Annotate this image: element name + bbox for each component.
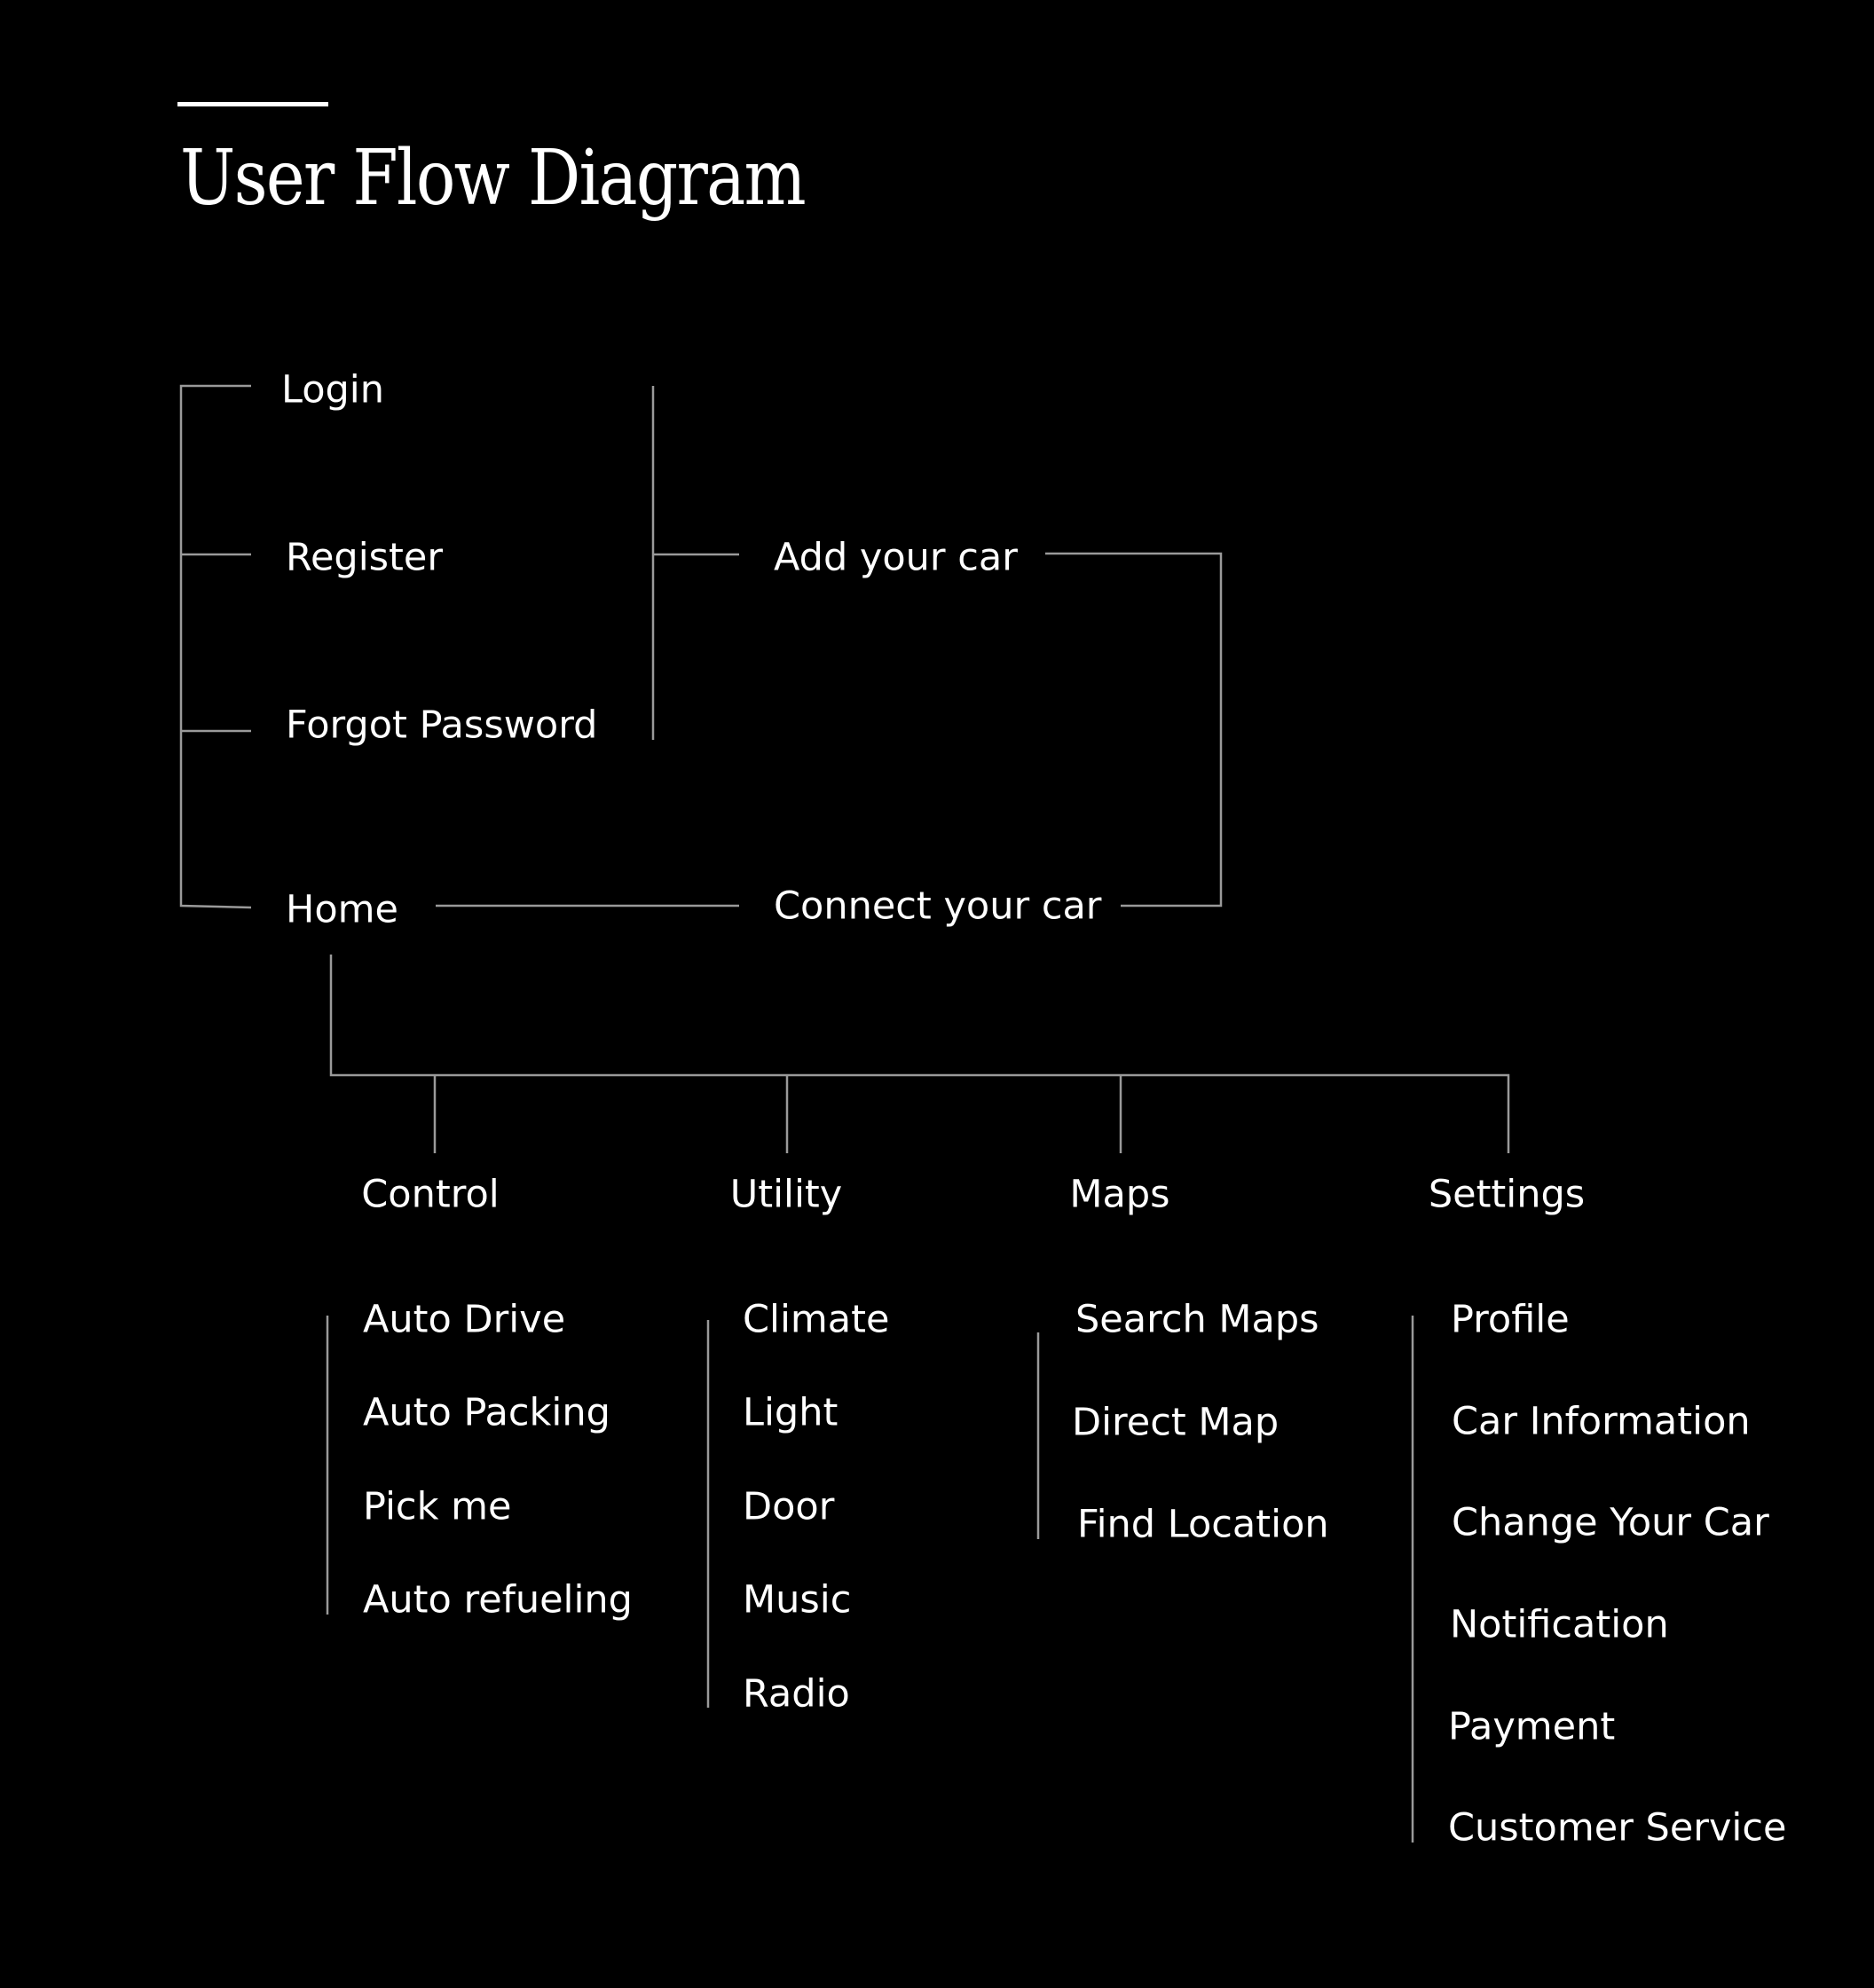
control-item-auto-drive: Auto Drive [363,1297,566,1342]
add-to-connect-loop [1045,552,1223,908]
maps-item-find-location: Find Location [1077,1502,1329,1547]
section-settings: Settings [1428,1172,1586,1217]
forgot-password-node: Forgot Password [286,703,598,748]
settings-item-payment: Payment [1448,1704,1616,1749]
section-control: Control [361,1172,500,1217]
maps-item-direct-map: Direct Map [1072,1400,1280,1445]
control-item-auto-refueling: Auto refueling [363,1577,633,1623]
home-tree-trunk [329,955,1510,1153]
utility-item-door: Door [743,1484,835,1529]
settings-item-car-information: Car Information [1452,1399,1751,1444]
control-item-pick-me: Pick me [363,1484,512,1529]
auth-bracket-line [179,384,252,909]
title-accent-rule [177,102,328,106]
add-your-car-node: Add your car [774,535,1018,580]
utility-item-light: Light [743,1390,839,1435]
settings-item-customer-service: Customer Service [1448,1805,1787,1850]
control-item-auto-packing: Auto Packing [363,1390,610,1435]
login-node: Login [281,367,385,413]
settings-item-notification: Notification [1450,1602,1669,1647]
register-node: Register [286,535,444,580]
home-node: Home [286,887,398,932]
utility-item-radio: Radio [743,1671,850,1717]
page-title: User Flow Diagram [180,134,807,223]
utility-item-climate: Climate [743,1297,890,1342]
connect-your-car-node: Connect your car [774,884,1102,929]
section-utility: Utility [729,1172,843,1217]
settings-item-profile: Profile [1451,1297,1570,1342]
maps-item-search-maps: Search Maps [1075,1297,1319,1342]
section-maps: Maps [1069,1172,1170,1217]
utility-item-music: Music [743,1577,852,1623]
settings-item-change-your-car: Change Your Car [1452,1500,1769,1545]
